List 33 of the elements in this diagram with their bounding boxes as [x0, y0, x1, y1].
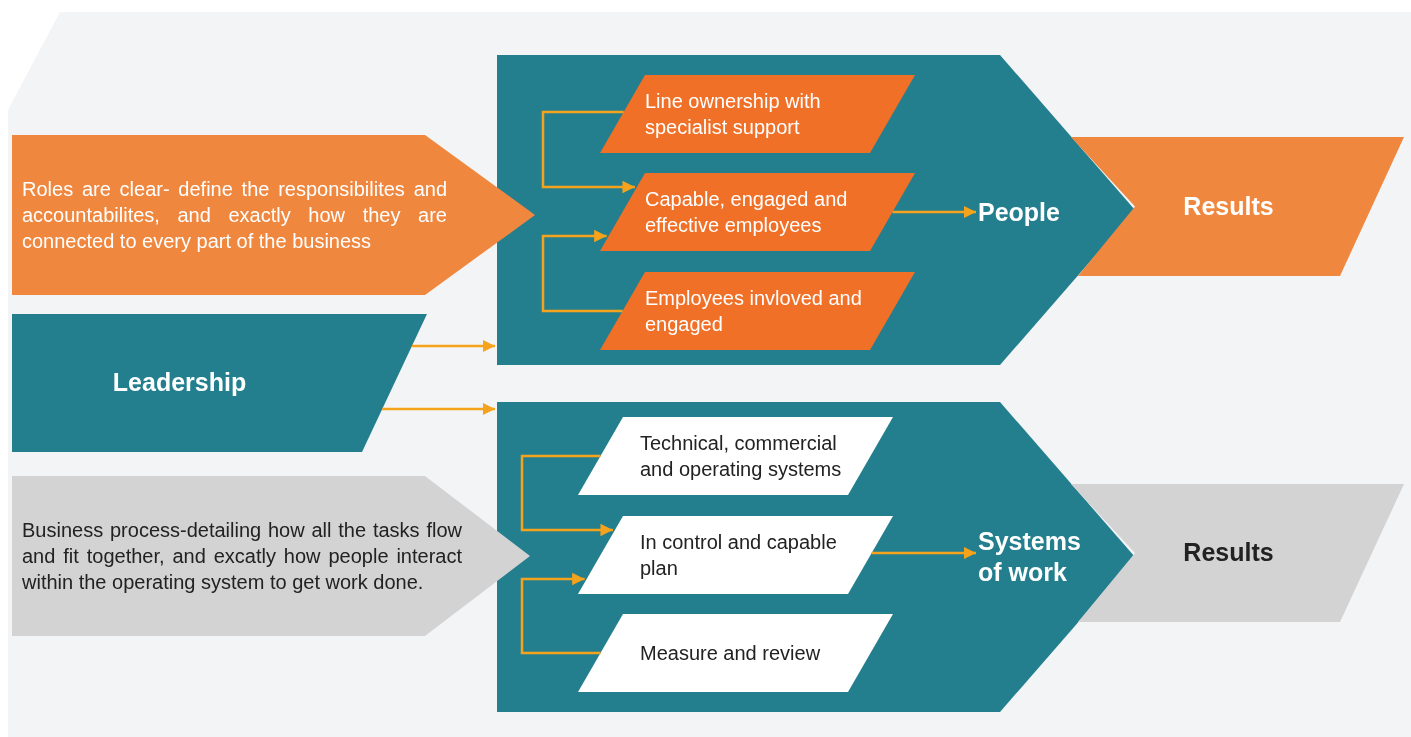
arrow	[520, 572, 601, 655]
banner-heading: Leadership	[111, 367, 248, 399]
parallelogram-box	[578, 614, 893, 692]
parallelogram-box	[578, 417, 893, 495]
pointed-banner	[12, 135, 535, 295]
box-text: Employees invloved and engaged	[645, 286, 863, 337]
trapezoid-banner	[12, 314, 427, 452]
arrow	[520, 454, 613, 537]
heading: Systems of work	[978, 525, 1082, 588]
arrow	[892, 205, 976, 219]
notched-banner	[1071, 137, 1404, 276]
parallelogram-box	[600, 272, 915, 350]
banner-text: Roles are clear- define the responsibilites and accountabilites, and exactly how they are connected to every part of the business	[22, 177, 447, 254]
chevron-panel	[497, 402, 1135, 712]
banner-heading: Results	[1182, 190, 1275, 222]
parallelogram-box	[600, 75, 915, 153]
box-text: Measure and review	[640, 641, 822, 666]
arrow	[541, 229, 623, 313]
box-text: In control and capable plan	[640, 530, 838, 581]
box-text: Technical, commercial and operating systems	[640, 431, 843, 482]
chevron-panel	[497, 55, 1135, 365]
parallelogram-box	[578, 516, 893, 594]
arrow	[382, 402, 495, 416]
box-text: Line ownership with specialist support	[645, 89, 822, 140]
arrow	[871, 546, 976, 560]
box-text: Capable, engaged and effective employees	[645, 187, 849, 238]
pointed-banner	[12, 476, 530, 636]
heading: People	[978, 197, 1061, 229]
arrow	[411, 339, 495, 353]
banner-heading: Results	[1182, 537, 1275, 569]
banner-text: Business process-detailing how all the tasks flow and fit together, and excatly how people interact within the operating system to get work done.	[22, 518, 462, 595]
parallelogram-box	[600, 173, 915, 251]
arrow	[541, 110, 635, 194]
